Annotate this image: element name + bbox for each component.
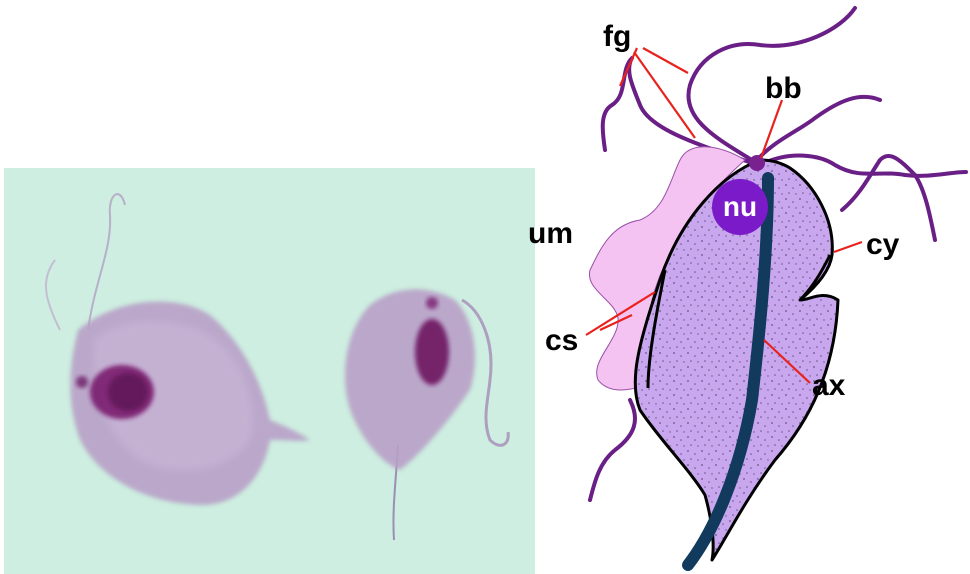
- leader-fg-2: [643, 48, 688, 73]
- trichomonas-diagram: nu fg bb um cy cs ax: [528, 8, 966, 565]
- leader-cy: [834, 242, 862, 252]
- leader-fg-3: [634, 52, 695, 138]
- micrograph-photo: [4, 168, 535, 574]
- flagellum: [590, 400, 635, 500]
- label-fg: fg: [603, 20, 631, 53]
- label-cs: cs: [545, 324, 578, 357]
- micrograph-nucleus-left-dark: [108, 373, 148, 411]
- label-nu: nu: [723, 191, 757, 222]
- label-um: um: [528, 217, 573, 250]
- micrograph-granule: [426, 297, 438, 309]
- flagellum: [757, 97, 880, 160]
- micrograph-nucleus-right: [415, 319, 449, 385]
- label-bb: bb: [765, 72, 802, 105]
- leader-bb: [761, 100, 782, 158]
- micrograph-granule: [76, 376, 88, 388]
- basal-body: [749, 155, 765, 171]
- label-ax: ax: [812, 369, 846, 402]
- label-cy: cy: [866, 228, 900, 261]
